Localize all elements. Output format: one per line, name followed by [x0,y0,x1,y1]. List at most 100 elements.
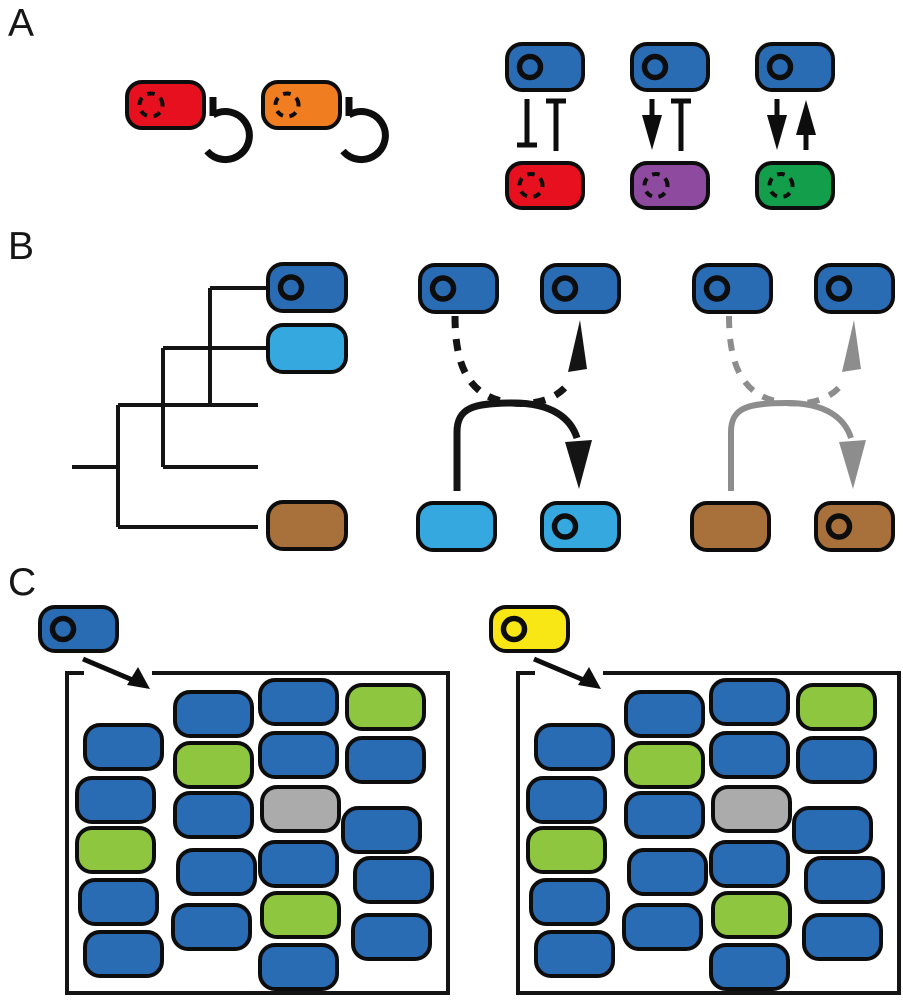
inoculant-cell [38,605,119,653]
colony-cell [173,791,254,839]
colony-cell [526,776,607,824]
cell-body [627,848,708,896]
cell-body [266,323,348,374]
cell-body [711,891,792,939]
plasmid-host-cell [755,42,835,92]
up-arrowhead-icon [568,320,587,372]
down-arrowhead-icon [565,440,592,489]
cell-body [75,776,156,824]
cell-body [624,690,705,738]
tree-tip-cell [266,500,348,551]
plasmid-host-cell [630,42,710,92]
cell-body [351,913,432,961]
colony-cell [78,878,159,926]
plasmid-icon [641,53,669,81]
cell-body [630,161,710,210]
cell-body [534,930,615,978]
cell-body [526,776,607,824]
cell-body [529,878,610,926]
colony-box-border [65,671,450,995]
cell-body [83,723,164,771]
inoculation-arrow [82,656,136,684]
recipient-cell [814,263,895,314]
colony-cell [258,840,339,888]
colony-cell [526,826,607,874]
cell-body [173,791,254,839]
colony-cell [171,903,252,951]
colony-cell [529,878,610,926]
cell-body [176,848,257,896]
cell-body [345,683,426,731]
colony-cell [624,791,705,839]
plasmid-icon [703,275,731,302]
down-arrowhead-icon [839,440,866,489]
plasmid-icon [277,274,305,301]
cell-body [173,690,254,738]
cell-body [622,903,703,951]
plasmid-icon [825,275,853,302]
cell-body [709,943,790,991]
colony-cell [622,903,703,951]
colony-cell [353,856,434,904]
colony-cell [260,785,341,833]
colony-cell [345,683,426,731]
colony-cell [173,741,254,789]
dashed-transfer-arc [451,315,574,407]
colony-cell [258,943,339,991]
plasmid-icon [500,615,528,643]
interacting-cell [505,161,585,210]
colony-cell [173,690,254,738]
solid-transfer-arc [728,399,854,491]
cell-body [83,930,164,978]
colony-cell [709,840,790,888]
colony-cell [796,683,877,731]
cell-body [792,806,873,854]
self-replicating-cell [125,80,206,130]
self-replicating-cell [261,80,342,130]
transfer-unit [416,263,621,552]
panel-b-label: B [8,225,34,268]
colony-box-unit [38,605,450,995]
panel-b: B [8,225,895,552]
inoculation-arrow [533,656,587,684]
cell-body [266,500,348,551]
recipient-cell [540,501,621,552]
plasmid-icon [551,513,579,540]
plasmid-dashed-icon [767,172,795,199]
cell-body [258,678,339,726]
dashed-transfer-arc [726,315,848,407]
plasmid-icon [825,513,853,540]
cell-body [341,806,422,854]
colony-cell [258,678,339,726]
plasmid-dashed-icon [137,91,165,119]
colony-cell [83,930,164,978]
donor-cell [418,263,499,314]
interacting-cell [630,161,710,210]
colony-cell [75,776,156,824]
cell-body [78,878,159,926]
plasmid-icon [49,615,77,643]
colony-cell [624,690,705,738]
colony-cell [624,741,705,789]
cell-body [690,501,771,552]
inhibit-up-icon [671,98,691,151]
colony-cell [627,848,708,896]
arrow-down-icon [642,99,662,150]
cell-body [804,856,885,904]
cell-body [258,731,339,779]
cell-body [261,80,342,130]
cell-body [345,736,426,784]
tree-tip-cell [266,262,348,313]
interacting-cell [755,161,835,210]
donor-cell [416,501,497,552]
plasmid-icon [766,53,794,81]
colony-cell [260,891,341,939]
panel-c-label: C [8,561,36,604]
solid-transfer-arc [453,399,581,491]
cell-body [624,791,705,839]
panel-a-label: A [8,2,34,45]
cell-body [416,501,497,552]
colony-cell [792,806,873,854]
plasmid-icon [551,275,579,302]
arrow-up-icon [796,100,816,150]
